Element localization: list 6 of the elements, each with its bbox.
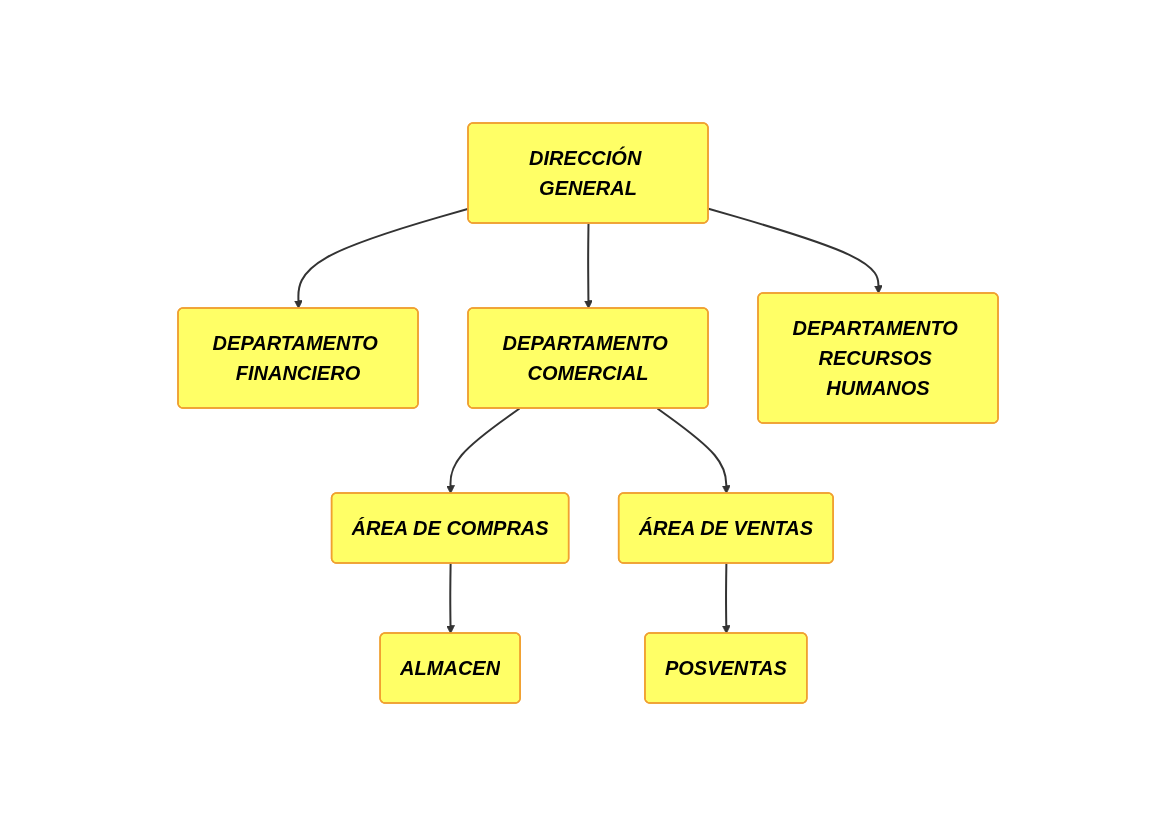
arrow bbox=[445, 407, 521, 494]
arrow bbox=[445, 562, 455, 634]
arrow bbox=[583, 222, 593, 309]
arrow bbox=[707, 207, 883, 294]
arrow bbox=[655, 407, 731, 494]
arrow bbox=[721, 562, 731, 634]
